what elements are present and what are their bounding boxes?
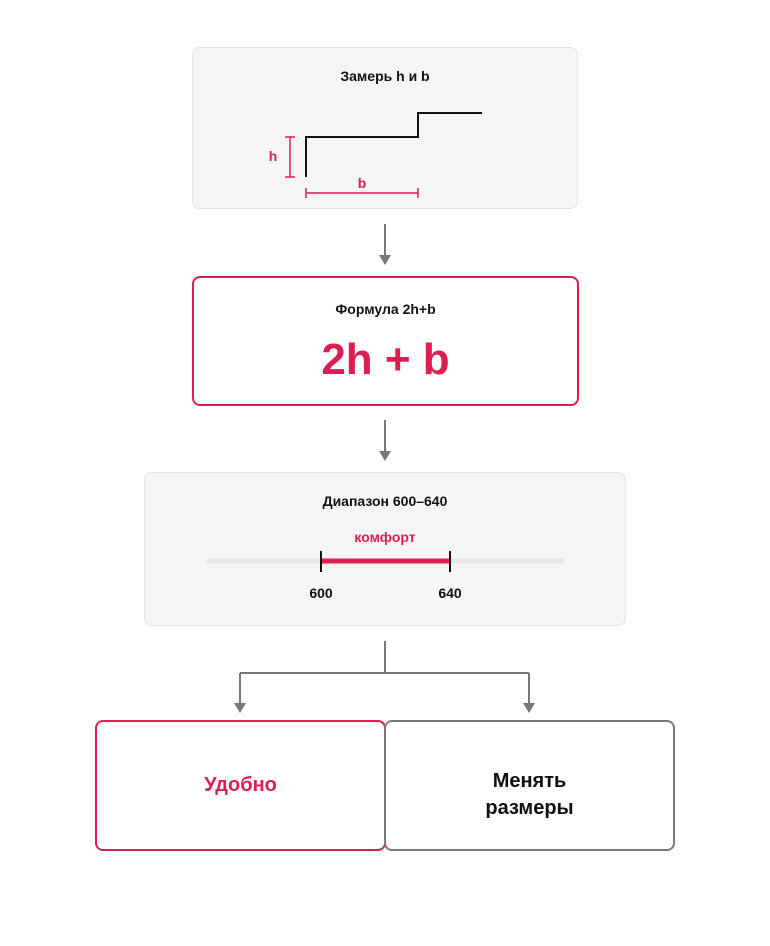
formula-expression: 2h + b <box>321 335 450 384</box>
arrowhead-formula <box>379 255 391 265</box>
range-step-box: Диапазон 600–640 комфорт 600 640 <box>144 472 626 626</box>
h-label: h <box>269 148 278 164</box>
result-change-sizes-label: Менять размеры <box>386 768 673 822</box>
result-change-line-2: размеры <box>485 797 574 819</box>
comfort-range-scale: комфорт 600 640 <box>206 529 565 601</box>
arrowhead-ok <box>234 703 246 713</box>
range-max-label: 640 <box>438 585 462 601</box>
formula-step-box: Формула 2h+b 2h + b <box>192 276 579 406</box>
stair-measure-diagram: h b <box>269 112 482 198</box>
measure-step-title: Замерь h и b <box>340 68 430 84</box>
result-comfortable-label: Удобно <box>204 774 277 796</box>
range-band-label: комфорт <box>354 529 415 545</box>
result-comfortable-box: Удобно <box>95 720 386 851</box>
result-change-line-1: Менять <box>492 770 567 792</box>
arrowhead-range <box>379 451 391 461</box>
range-min-label: 600 <box>309 585 333 601</box>
result-change-sizes-box: Менять размеры <box>384 720 675 851</box>
arrowhead-change <box>523 703 535 713</box>
stair-profile <box>305 112 482 177</box>
range-step-title: Диапазон 600–640 <box>322 493 448 509</box>
formula-step-title: Формула 2h+b <box>335 301 436 317</box>
measure-step-box: Замерь h и b h b <box>192 47 578 209</box>
b-label: b <box>358 175 367 191</box>
